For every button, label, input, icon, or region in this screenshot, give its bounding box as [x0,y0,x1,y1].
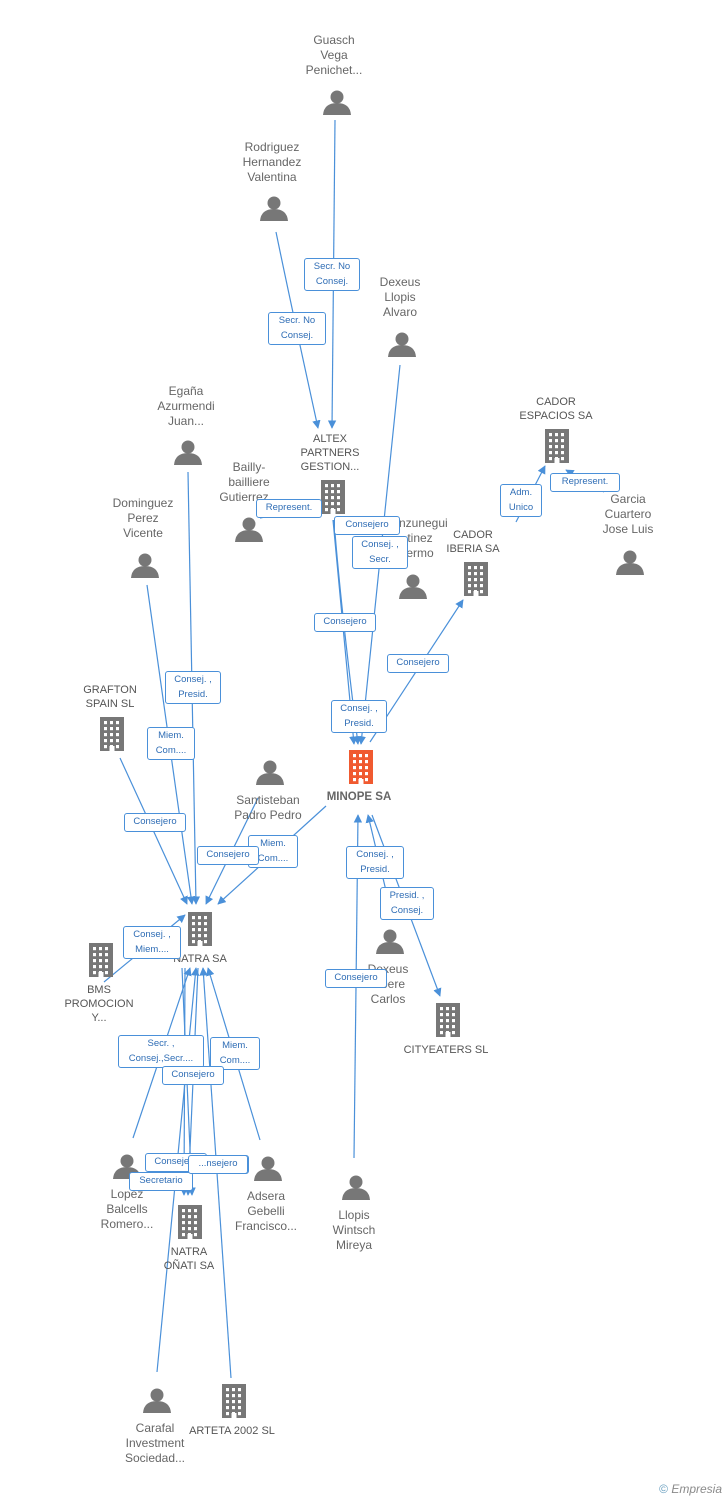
edge-label-anzunegui-to-altex[interactable]: Consejero [334,516,400,535]
edge-label-minope-to-natra[interactable]: Consejero [197,846,259,865]
edge-label-dexeus_alvaro-to-minope[interactable]: Consej. , Presid. [331,700,387,733]
cador_iberia-node-label[interactable]: CADOR IBERIA SA [446,529,500,555]
natra_onati-building-icon[interactable] [178,1205,202,1239]
dexeus_carlos-node-label[interactable]: Dexeus ...bere Carlos [367,962,409,1006]
edge-label-garcia-to-cador_espacios[interactable]: Represent. [550,473,620,492]
garcia-node-label[interactable]: Garcia Cuartero Jose Luis [602,492,654,536]
cador_iberia-building-icon[interactable] [464,562,488,596]
bailly-person-icon[interactable] [235,517,263,543]
bms-node-label[interactable]: BMS PROMOCION Y... [64,984,134,1024]
footer-brand[interactable]: © Empresia [659,1482,722,1496]
empresia-logo-text: Empresia [671,1482,722,1496]
adsera-node-label[interactable]: Adsera Gebelli Francisco... [234,1189,297,1233]
santisteban-person-icon[interactable] [256,760,284,786]
altex-building-icon[interactable] [321,480,345,514]
llopis_mireya-person-icon[interactable] [342,1175,370,1201]
natra-node-label[interactable]: NATRA SA [173,953,227,965]
llopis_mireya-node-label[interactable]: Llopis Wintsch Mireya [332,1208,376,1252]
edge-label-dominguez-to-natra[interactable]: Miem. Com.... [147,727,195,760]
edge-label-bailly-to-altex[interactable]: Represent. [256,499,322,518]
dominguez-node-label[interactable]: Dominguez Perez Vicente [112,496,174,540]
dexeus_alvaro-node-label[interactable]: Dexeus Llopis Alvaro [379,275,421,319]
santisteban-node-label[interactable]: Santisteban Padro Pedro [234,793,302,822]
guasch-node-label[interactable]: Guasch Vega Penichet... [305,33,363,77]
lopez-node-label[interactable]: Lopez Balcells Romero... [100,1187,154,1231]
edge-label-bms-to-natra[interactable]: Consej. , Miem.... [123,926,181,959]
edge-label-cador_iberia-to-cador_espacios[interactable]: Adm. Unico [500,484,542,517]
natra-building-icon[interactable] [188,912,212,946]
dexeus_carlos-person-icon[interactable] [376,929,404,955]
egana-node-label[interactable]: Egaña Azurmendi Juan... [157,384,215,428]
edge-label-rodriguez-to-altex[interactable]: Secr. No Consej. [268,312,326,345]
grafton-building-icon[interactable] [100,717,124,751]
carafal-person-icon[interactable] [143,1388,171,1414]
cador_espacios-node-label[interactable]: CADOR ESPACIOS SA [519,396,593,422]
edge-label-grafton-to-natra[interactable]: Consejero [124,813,186,832]
rodriguez-person-icon[interactable] [260,196,288,222]
altex-node-label[interactable]: ALTEX PARTNERS GESTION... [300,433,360,473]
guasch-person-icon[interactable] [323,90,351,116]
cityeaters-node-label[interactable]: CITYEATERS SL [403,1044,489,1056]
edge-label-dexeus_carlos-to-minope[interactable]: Consej. , Presid. [346,846,404,879]
edge-label-natra-to-natra_onati[interactable]: ...nsejero [188,1155,248,1174]
dominguez-person-icon[interactable] [131,553,159,579]
edge-label-minope-to-cityeaters[interactable]: Presid. , Consej. [380,887,434,920]
edge-label-altex-to-minope[interactable]: Consejero [314,613,376,632]
edge-label-natra-to-natra_onati[interactable]: Secretario [129,1172,193,1191]
cityeaters-building-icon[interactable] [436,1003,460,1037]
edge-label-lopez-to-natra[interactable]: Secr. , Consej.,Secr.... [118,1035,204,1068]
anzunegui-person-icon[interactable] [399,574,427,600]
edge-label-altex-to-minope[interactable]: Consej. , Secr. [352,536,408,569]
carafal-node-label[interactable]: Carafal Investment Sociedad... [124,1421,186,1465]
garcia-person-icon[interactable] [616,550,644,576]
bms-building-icon[interactable] [89,943,113,977]
cador_espacios-building-icon[interactable] [545,429,569,463]
grafton-node-label[interactable]: GRAFTON SPAIN SL [83,684,137,710]
edge-label-minope-to-cador_iberia[interactable]: Consejero [387,654,449,673]
adsera-person-icon[interactable] [254,1156,282,1182]
egana-person-icon[interactable] [174,440,202,466]
dexeus_alvaro-person-icon[interactable] [388,332,416,358]
copyright-symbol: © [659,1482,668,1496]
minope-building-icon[interactable] [349,750,373,784]
edge-label-guasch-to-altex[interactable]: Secr. No Consej. [304,258,360,291]
natra_onati-node-label[interactable]: NATRA OÑATI SA [163,1246,215,1272]
edge-label-natra-to-natra_onati[interactable]: Consejero [162,1066,224,1085]
arteta-node-label[interactable]: ARTETA 2002 SL [189,1425,275,1437]
minope-node-label[interactable]: MINOPE SA [326,791,392,803]
edge-label-adsera-to-natra[interactable]: Miem. Com.... [210,1037,260,1070]
edge-label-llopis_mireya-to-minope[interactable]: Consejero [325,969,387,988]
rodriguez-node-label[interactable]: Rodriguez Hernandez Valentina [242,140,302,184]
arteta-building-icon[interactable] [222,1384,246,1418]
edge-label-egana-to-natra[interactable]: Consej. , Presid. [165,671,221,704]
